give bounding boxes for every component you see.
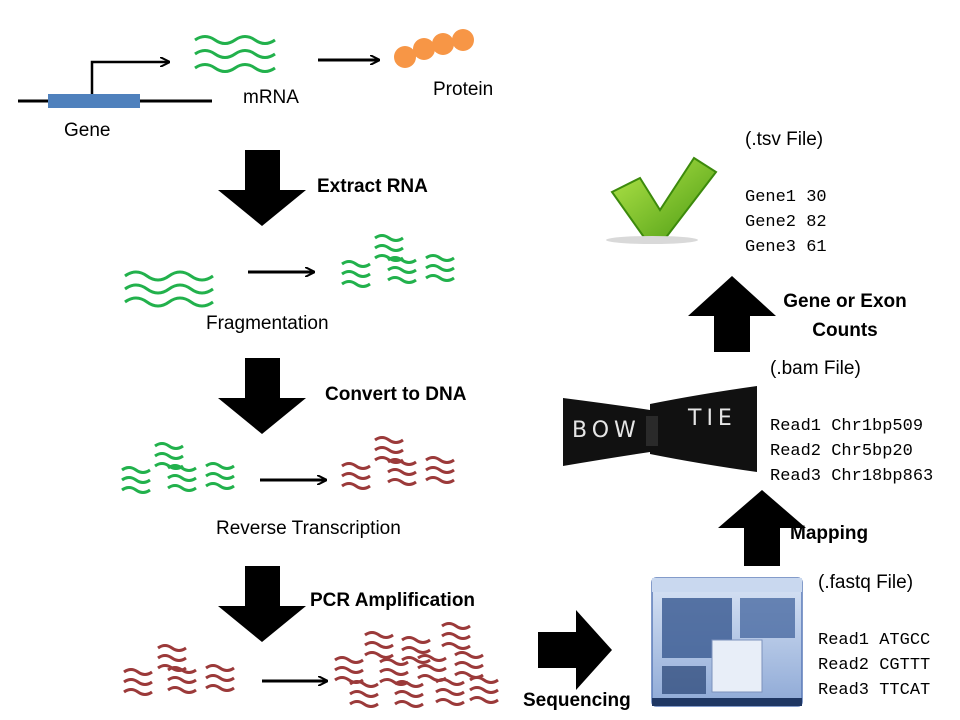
fastq-row: Read2 CGTTT bbox=[818, 656, 931, 675]
fastq-row: Read3 TTCAT bbox=[818, 681, 931, 700]
tsv-row: Gene2 82 bbox=[745, 213, 827, 232]
step-sequencing: Sequencing bbox=[523, 690, 631, 711]
up-arrow-mapping bbox=[718, 490, 806, 566]
step-pcr-amplification: PCR Amplification bbox=[310, 590, 476, 611]
right-arrow-sequencing bbox=[538, 610, 612, 690]
dna-fragments-icon bbox=[341, 436, 455, 490]
step-extract-rna: Extract RNA bbox=[317, 176, 428, 197]
bam-row: Read3 Chr18bp863 bbox=[770, 467, 934, 486]
mrna-label: mRNA bbox=[243, 87, 299, 108]
step-mapping: Mapping bbox=[790, 523, 869, 544]
rna-long-strands-icon bbox=[124, 270, 214, 308]
mrna-strands-icon bbox=[194, 35, 276, 73]
rna-fragments-rt-icon bbox=[121, 442, 235, 494]
rna-fragments-icon bbox=[341, 234, 455, 288]
step-convert-to-dna: Convert to DNA bbox=[325, 384, 467, 405]
bam-file-title: (.bam File) bbox=[770, 358, 861, 379]
checkmark-icon bbox=[606, 156, 718, 244]
up-arrow-counts bbox=[688, 276, 776, 352]
bowtie-logo bbox=[563, 386, 757, 472]
step-counts-line2: Counts bbox=[812, 320, 878, 341]
sequencer-machine-icon bbox=[651, 577, 803, 707]
bowtie-logo-right-text: TIE bbox=[688, 406, 737, 431]
protein-label: Protein bbox=[433, 79, 494, 100]
tsv-row: Gene3 61 bbox=[745, 238, 827, 257]
dna-fragments-amplified-icon bbox=[334, 622, 499, 708]
dna-fragments-pcr-input-icon bbox=[123, 644, 235, 696]
step-counts-line1: Gene or Exon bbox=[783, 291, 907, 312]
tsv-row: Gene1 30 bbox=[745, 188, 827, 207]
fastq-file-title: (.fastq File) bbox=[818, 572, 914, 593]
gene-label: Gene bbox=[64, 120, 111, 141]
promoter-arrow-icon bbox=[90, 62, 168, 94]
down-arrow-pcr bbox=[218, 566, 306, 642]
step-fragmentation: Fragmentation bbox=[206, 313, 329, 334]
bam-row: Read1 Chr1bp509 bbox=[770, 417, 924, 436]
bam-row: Read2 Chr5bp20 bbox=[770, 442, 913, 461]
gene-bar bbox=[48, 94, 140, 108]
step-counts: Gene or Exon Counts bbox=[770, 287, 920, 345]
fastq-row: Read1 ATGCC bbox=[818, 631, 931, 650]
step-reverse-transcription: Reverse Transcription bbox=[216, 518, 401, 539]
down-arrow-extract bbox=[218, 150, 306, 226]
down-arrow-convert bbox=[218, 358, 306, 434]
bowtie-logo-left-text: BOW bbox=[572, 418, 641, 443]
protein-icon bbox=[394, 29, 474, 68]
tsv-file-title: (.tsv File) bbox=[745, 129, 824, 150]
